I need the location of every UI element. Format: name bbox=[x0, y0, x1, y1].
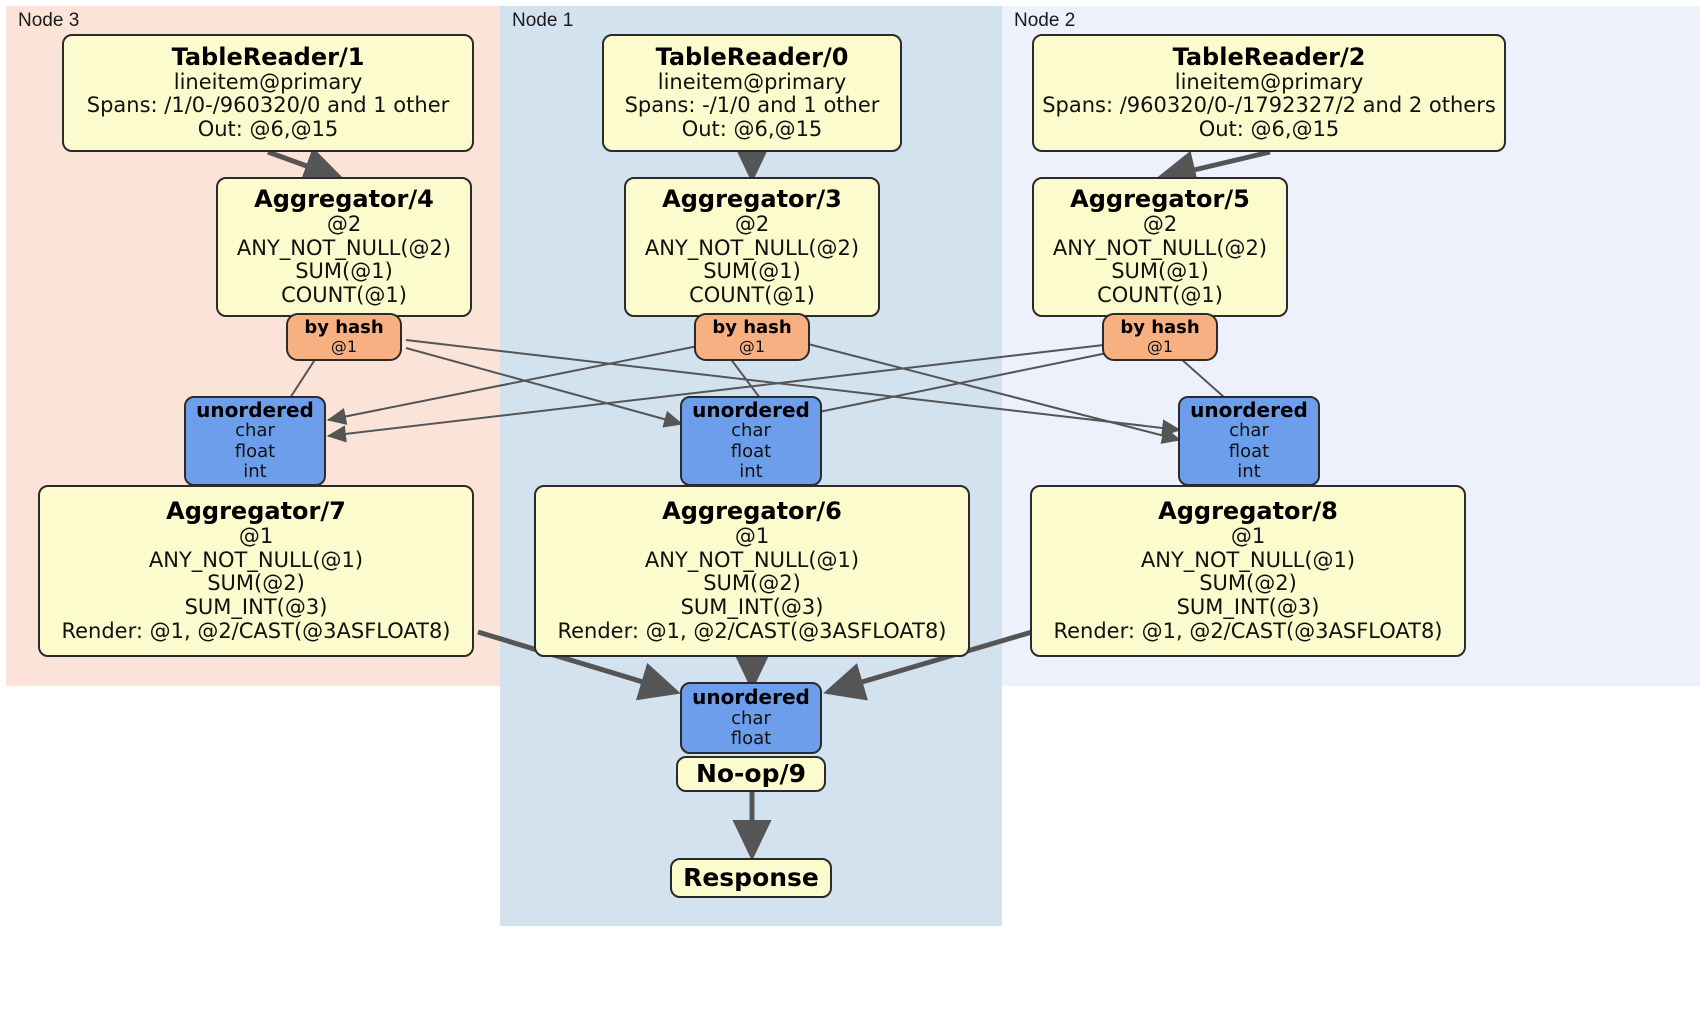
processor-detail-agg3: SUM_INT(@3) bbox=[1176, 595, 1320, 620]
stream-title: unordered bbox=[196, 398, 314, 423]
processor-aggregator-4[interactable]: Aggregator/4 @2 ANY_NOT_NULL(@2) SUM(@1)… bbox=[216, 177, 472, 317]
processor-title: TableReader/2 bbox=[1172, 42, 1366, 71]
stream-type-float: float bbox=[1228, 440, 1270, 462]
processor-aggregator-7[interactable]: Aggregator/7 @1 ANY_NOT_NULL(@1) SUM(@2)… bbox=[38, 485, 474, 657]
stream-title: unordered bbox=[692, 685, 810, 710]
node-region-label-node3: Node 3 bbox=[18, 10, 80, 31]
processor-detail-render: Render: @1, @2/CAST(@3ASFLOAT8) bbox=[1053, 619, 1443, 644]
router-title: by hash bbox=[304, 316, 384, 338]
stream-type-int: int bbox=[739, 461, 763, 483]
router-hash-column: @1 bbox=[1146, 336, 1174, 356]
processor-title: TableReader/1 bbox=[171, 42, 365, 71]
processor-title: Aggregator/7 bbox=[166, 496, 346, 525]
processor-detail-agg2: SUM(@2) bbox=[703, 571, 801, 596]
stream-title: unordered bbox=[692, 398, 810, 423]
stream-type-char: char bbox=[235, 420, 275, 442]
processor-detail-agg2: SUM(@2) bbox=[207, 571, 305, 596]
router-by-hash-left[interactable]: by hash @1 bbox=[286, 313, 402, 361]
processor-detail-groupcols: @1 bbox=[734, 523, 770, 548]
stream-type-float: float bbox=[730, 728, 772, 750]
router-title: by hash bbox=[712, 316, 792, 338]
processor-detail-agg3: COUNT(@1) bbox=[689, 283, 815, 308]
processor-detail-groupcols: @2 bbox=[734, 211, 770, 236]
processor-aggregator-3[interactable]: Aggregator/3 @2 ANY_NOT_NULL(@2) SUM(@1)… bbox=[624, 177, 880, 317]
processor-detail-agg1: ANY_NOT_NULL(@1) bbox=[148, 547, 364, 572]
processor-detail-agg2: SUM(@1) bbox=[1111, 259, 1209, 284]
processor-detail-render: Render: @1, @2/CAST(@3ASFLOAT8) bbox=[61, 619, 451, 644]
processor-detail-agg3: COUNT(@1) bbox=[1097, 283, 1223, 308]
router-by-hash-middle[interactable]: by hash @1 bbox=[694, 313, 810, 361]
processor-detail-agg3: SUM_INT(@3) bbox=[184, 595, 328, 620]
stream-title: unordered bbox=[1190, 398, 1308, 423]
processor-detail-table: lineitem@primary bbox=[657, 69, 847, 94]
processor-title: No-op/9 bbox=[695, 759, 807, 788]
processor-title: Aggregator/8 bbox=[1158, 496, 1338, 525]
processor-detail-agg1: ANY_NOT_NULL(@2) bbox=[644, 235, 860, 260]
processor-table-reader-1[interactable]: TableReader/1 lineitem@primary Spans: /1… bbox=[62, 34, 474, 152]
processor-table-reader-2[interactable]: TableReader/2 lineitem@primary Spans: /9… bbox=[1032, 34, 1506, 152]
processor-title: Aggregator/5 bbox=[1070, 184, 1250, 213]
processor-title: Aggregator/4 bbox=[254, 184, 434, 213]
stream-type-float: float bbox=[234, 440, 276, 462]
processor-detail-groupcols: @2 bbox=[326, 211, 362, 236]
stream-type-char: char bbox=[731, 707, 771, 729]
stream-type-float: float bbox=[730, 440, 772, 462]
processor-detail-agg2: SUM(@2) bbox=[1199, 571, 1297, 596]
processor-detail-groupcols: @1 bbox=[1230, 523, 1266, 548]
processor-detail-table: lineitem@primary bbox=[1174, 69, 1364, 94]
processor-aggregator-8[interactable]: Aggregator/8 @1 ANY_NOT_NULL(@1) SUM(@2)… bbox=[1030, 485, 1466, 657]
stream-unordered-right[interactable]: unordered char float int bbox=[1178, 396, 1320, 486]
stream-unordered-middle[interactable]: unordered char float int bbox=[680, 396, 822, 486]
processor-aggregator-6[interactable]: Aggregator/6 @1 ANY_NOT_NULL(@1) SUM(@2)… bbox=[534, 485, 970, 657]
processor-aggregator-5[interactable]: Aggregator/5 @2 ANY_NOT_NULL(@2) SUM(@1)… bbox=[1032, 177, 1288, 317]
router-title: by hash bbox=[1120, 316, 1200, 338]
node-region-label-node2: Node 2 bbox=[1014, 10, 1076, 31]
processor-detail-agg3: COUNT(@1) bbox=[281, 283, 407, 308]
processor-title: TableReader/0 bbox=[655, 42, 849, 71]
processor-title: Aggregator/6 bbox=[662, 496, 842, 525]
router-by-hash-right[interactable]: by hash @1 bbox=[1102, 313, 1218, 361]
processor-detail-groupcols: @1 bbox=[238, 523, 274, 548]
processor-detail-table: lineitem@primary bbox=[173, 69, 363, 94]
processor-detail-agg2: SUM(@1) bbox=[295, 259, 393, 284]
processor-detail-groupcols: @2 bbox=[1142, 211, 1178, 236]
stream-unordered-left[interactable]: unordered char float int bbox=[184, 396, 326, 486]
processor-detail-out: Out: @6,@15 bbox=[197, 117, 339, 142]
processor-detail-agg1: ANY_NOT_NULL(@2) bbox=[1052, 235, 1268, 260]
processor-detail-agg2: SUM(@1) bbox=[703, 259, 801, 284]
processor-detail-out: Out: @6,@15 bbox=[681, 117, 823, 142]
processor-title: Aggregator/3 bbox=[662, 184, 842, 213]
processor-table-reader-0[interactable]: TableReader/0 lineitem@primary Spans: -/… bbox=[602, 34, 902, 152]
stream-unordered-final[interactable]: unordered char float bbox=[680, 682, 822, 754]
stream-type-int: int bbox=[1237, 461, 1261, 483]
processor-detail-agg1: ANY_NOT_NULL(@1) bbox=[644, 547, 860, 572]
router-hash-column: @1 bbox=[738, 336, 766, 356]
processor-detail-spans: Spans: -/1/0 and 1 other bbox=[624, 93, 880, 118]
processor-no-op-9[interactable]: No-op/9 bbox=[676, 756, 826, 792]
stream-type-char: char bbox=[1229, 420, 1269, 442]
processor-title: Response bbox=[683, 863, 819, 892]
processor-detail-spans: Spans: /1/0-/960320/0 and 1 other bbox=[86, 93, 450, 118]
stream-type-int: int bbox=[243, 461, 267, 483]
processor-detail-spans: Spans: /960320/0-/1792327/2 and 2 others bbox=[1042, 93, 1496, 118]
processor-detail-render: Render: @1, @2/CAST(@3ASFLOAT8) bbox=[557, 619, 947, 644]
processor-detail-agg1: ANY_NOT_NULL(@2) bbox=[236, 235, 452, 260]
processor-response[interactable]: Response bbox=[670, 858, 832, 898]
stream-type-char: char bbox=[731, 420, 771, 442]
processor-detail-agg1: ANY_NOT_NULL(@1) bbox=[1140, 547, 1356, 572]
processor-detail-out: Out: @6,@15 bbox=[1198, 117, 1340, 142]
node-region-label-node1: Node 1 bbox=[512, 10, 574, 31]
processor-detail-agg3: SUM_INT(@3) bbox=[680, 595, 824, 620]
router-hash-column: @1 bbox=[330, 336, 358, 356]
